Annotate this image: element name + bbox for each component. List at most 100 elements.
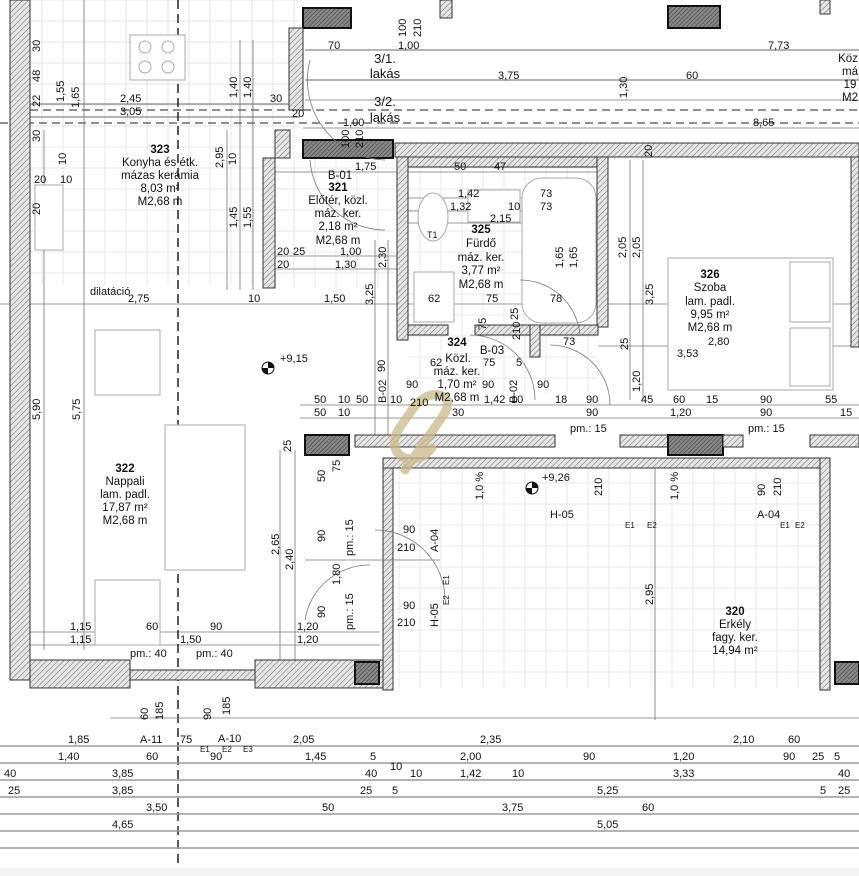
dimension-label: 47 [494, 161, 506, 173]
dimension-label: 50 [454, 161, 466, 173]
svg-text:M2,68 m: M2,68 m [316, 235, 361, 247]
dimension-label: 90 [783, 751, 795, 763]
svg-text:mázas kerámia: mázas kerámia [121, 170, 200, 182]
dimension-label: 185 [221, 697, 233, 715]
dimension-label: 73 [540, 201, 552, 213]
apartment-label: 3/1. [374, 51, 396, 66]
dimension-label: 50 [322, 802, 334, 814]
dimension-label: 1,55 [242, 207, 254, 228]
dimension-label: 1,42 [484, 394, 505, 406]
dimension-label: 3,50 [146, 802, 167, 814]
svg-text:M2,68 m: M2,68 m [688, 322, 733, 334]
svg-text:325: 325 [471, 224, 491, 236]
dimension-label: 25 [8, 785, 20, 797]
dimension-label: 1,00 [398, 40, 419, 52]
dimension-label: 1,40 [242, 77, 254, 98]
dimension-label: 20 [34, 174, 46, 186]
dimension-label: 10 [512, 768, 524, 780]
dimension-label: 1,45 [305, 751, 326, 763]
dimension-label: 73 [563, 336, 575, 348]
dimension-label: 60 [686, 70, 698, 82]
dimension-label: E1 [442, 575, 451, 585]
svg-text:M2,68 m: M2,68 m [103, 515, 148, 527]
dimension-label: 210 [772, 478, 784, 496]
dimension-label: 2,40 [284, 549, 296, 570]
dimension-label: 2,05 [617, 237, 629, 258]
dimension-label: 3,05 [120, 106, 141, 118]
dimension-label: 50 [316, 470, 328, 482]
dimension-label: 7,73 [768, 40, 789, 52]
dimension-label: 25 [282, 440, 294, 452]
dimension-label: 90 [760, 407, 772, 419]
dimension-label: 2,95 [214, 147, 226, 168]
dimension-label: 5,90 [31, 399, 43, 420]
bathtub [521, 177, 597, 324]
dimension-label: 90 [202, 708, 214, 720]
dimension-label: 4,65 [112, 819, 133, 831]
dimension-label: pm.: 15 [570, 423, 607, 435]
dimension-label: 3,85 [112, 785, 133, 797]
door-tag: B-01 [328, 170, 352, 182]
dimension-label: 210 [397, 542, 415, 554]
svg-text:323: 323 [150, 144, 169, 156]
armchair-top [94, 329, 161, 396]
dimension-label: 1,42 [458, 188, 479, 200]
dimension-label: 10 [390, 394, 402, 406]
level-label: +9,26 [542, 472, 570, 484]
svg-text:Előtér, közl.: Előtér, közl. [308, 195, 367, 207]
dimension-label: 18 [555, 394, 567, 406]
dimension-label: 10 [227, 153, 239, 165]
dimension-label: 60 [642, 802, 654, 814]
dimension-label: pm.: 15 [344, 519, 356, 556]
dimension-label: 1,65 [70, 87, 82, 108]
dimension-label: 90 [316, 606, 328, 618]
dimension-label: 10 [511, 394, 523, 406]
dimension-label: E2 [795, 521, 805, 530]
dimension-label: 1,15 [70, 621, 91, 633]
dimension-label: 185 [154, 702, 166, 720]
dimension-label: E1 [780, 521, 790, 530]
dimension-label: 5,75 [71, 399, 83, 420]
svg-text:9,95 m²: 9,95 m² [691, 309, 730, 321]
dimension-label: 15 [706, 394, 718, 406]
dimension-label: E1 [625, 521, 635, 530]
door-tag: B-03 [480, 345, 504, 357]
apartment-label: lakás [370, 66, 401, 81]
dimension-label: 60 [673, 394, 685, 406]
svg-text:M2,68 m: M2,68 m [138, 196, 183, 208]
dimension-label: 40 [4, 768, 16, 780]
dimension-label: 210 [397, 617, 415, 629]
opening-tag: A-11 [140, 734, 162, 746]
armchair-bottom [94, 579, 161, 646]
dimension-label: 5 [392, 785, 398, 797]
dimension-label: 90 [586, 407, 598, 419]
dimension-label: 5 [370, 751, 376, 763]
dimension-label: 10 [60, 174, 72, 186]
furniture [34, 34, 834, 646]
dimension-label: 2,80 [708, 336, 729, 348]
dimension-label: 20 [277, 246, 289, 258]
svg-text:17,87 m²: 17,87 m² [102, 502, 148, 514]
dimension-label: 2,15 [490, 213, 511, 225]
room-322: 322 Nappali lam. padl. 17,87 m² M2,68 m [100, 463, 150, 527]
dimension-label: 10 [390, 761, 402, 773]
svg-text:M2,68 m: M2,68 m [459, 279, 504, 291]
dimension-label: 100 [397, 19, 409, 37]
opening-tag: A-10 [218, 733, 241, 745]
dimension-label: pm.: 40 [130, 648, 167, 660]
dimension-label: 1,75 [355, 161, 376, 173]
svg-text:320: 320 [725, 606, 744, 618]
dimension-label: 10 [338, 394, 350, 406]
dimension-label: 3,53 [677, 348, 698, 360]
dimension-label: 55 [825, 394, 837, 406]
dimension-label: 210 [412, 19, 424, 37]
dimension-label: 1,30 [335, 259, 356, 271]
dimension-label: 1,65 [568, 247, 580, 268]
dimension-label: 1,80 [331, 564, 343, 585]
dimension-label: 48 [31, 70, 43, 82]
dimension-label: E2 [647, 521, 657, 530]
dimension-label: 2,95 [644, 584, 656, 605]
level-marker-1 [261, 361, 275, 375]
neighbor-room-text: 19 [844, 79, 857, 91]
dimension-label: 1,0 % [669, 472, 681, 500]
